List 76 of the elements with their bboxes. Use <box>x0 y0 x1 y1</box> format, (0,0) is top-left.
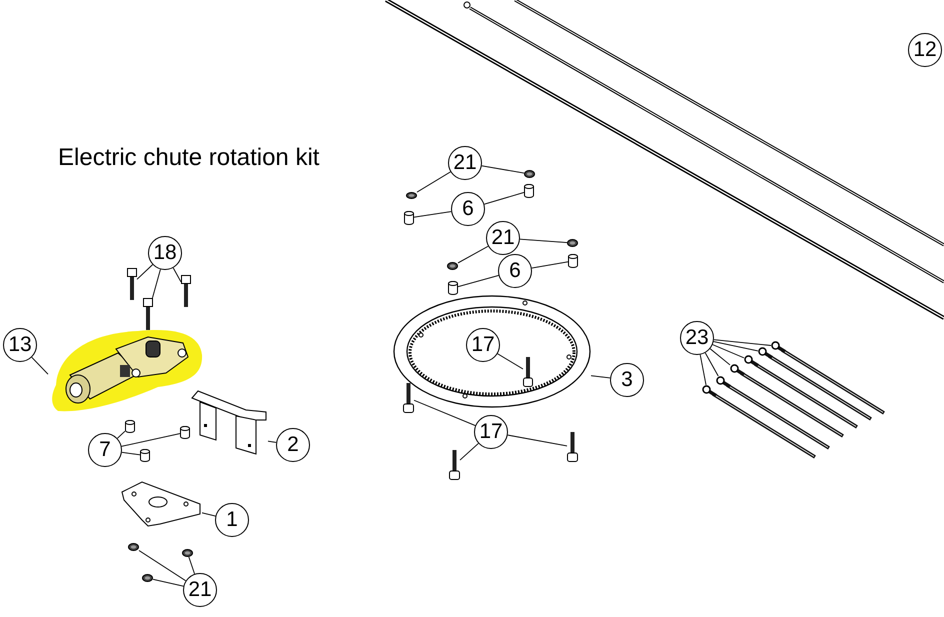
leader-line <box>484 192 524 205</box>
bracket-drawing <box>190 390 268 455</box>
leader-line <box>458 246 489 264</box>
cable-tie-drawing <box>716 376 730 388</box>
leader-line <box>202 512 216 516</box>
callout-number: 18 <box>148 236 182 270</box>
leader-line <box>520 238 568 244</box>
bolt-drawing <box>181 275 191 307</box>
spacer-drawing <box>404 211 414 225</box>
nut-drawing <box>406 192 417 199</box>
bolt-drawing <box>127 268 137 300</box>
bolt-drawing <box>449 450 460 480</box>
leader-line <box>704 352 719 376</box>
callout-number: 21 <box>486 221 520 255</box>
callout-number: 6 <box>498 254 532 288</box>
leader-line <box>31 356 48 375</box>
callout-number: 13 <box>3 328 37 362</box>
spacer-drawing <box>524 184 534 198</box>
bolt-drawing <box>143 298 153 330</box>
leader-line <box>700 354 706 386</box>
ring-gear-drawing <box>393 295 591 408</box>
leader-line <box>116 430 126 439</box>
leader-line <box>531 261 568 269</box>
spacer-drawing <box>140 449 150 462</box>
cable-tie-drawing <box>702 385 716 397</box>
title: Electric chute rotation kit <box>58 144 320 172</box>
callout-number: 12 <box>908 33 942 67</box>
leader-line <box>121 433 180 447</box>
bolt-drawing <box>567 432 578 462</box>
leader-line <box>590 375 611 378</box>
leader-line <box>136 264 154 280</box>
nut-drawing <box>128 543 139 551</box>
leader-line <box>414 211 452 218</box>
leader-line <box>713 341 758 352</box>
spacer-drawing <box>125 420 135 433</box>
leader-line <box>458 275 500 288</box>
callout-number: 6 <box>451 192 485 226</box>
leader-line <box>268 440 277 443</box>
leader-line <box>138 550 186 582</box>
callout-number: 2 <box>276 428 310 462</box>
leader-line <box>152 268 161 298</box>
nut-drawing <box>182 549 193 557</box>
callout-number: 23 <box>680 321 714 355</box>
leader-line <box>152 578 184 587</box>
cable-tie-drawing <box>730 364 744 376</box>
leader-line <box>121 452 140 456</box>
nut-drawing <box>142 574 153 582</box>
spacer-drawing <box>568 254 578 268</box>
bolt-drawing <box>523 357 533 387</box>
leader-line <box>460 442 479 460</box>
leader-line <box>188 556 195 574</box>
leader-line <box>172 267 182 282</box>
leader-line <box>414 400 476 426</box>
plate-drawing <box>120 480 202 528</box>
callout-number: 21 <box>183 573 217 607</box>
bolt-drawing <box>403 383 414 413</box>
leader-line <box>481 165 524 174</box>
nut-drawing <box>447 262 458 270</box>
leader-line <box>507 434 568 446</box>
spacer-drawing <box>180 426 190 439</box>
callout-number: 21 <box>448 146 482 180</box>
cable-tie-drawing <box>758 347 772 359</box>
nut-drawing <box>567 239 578 247</box>
callout-number: 3 <box>610 363 644 397</box>
cable-tie-drawing <box>771 341 785 353</box>
cable-tie-drawing <box>744 355 758 367</box>
callout-number: 17 <box>474 415 508 449</box>
leader-line <box>497 353 524 370</box>
leader-line <box>416 171 451 193</box>
spacer-drawing <box>448 281 458 295</box>
callout-number: 1 <box>215 503 249 537</box>
leader-line <box>713 339 772 346</box>
leader-line <box>710 348 730 366</box>
callout-number: 7 <box>88 433 122 467</box>
leader-line <box>712 344 744 358</box>
nut-drawing <box>524 170 535 178</box>
